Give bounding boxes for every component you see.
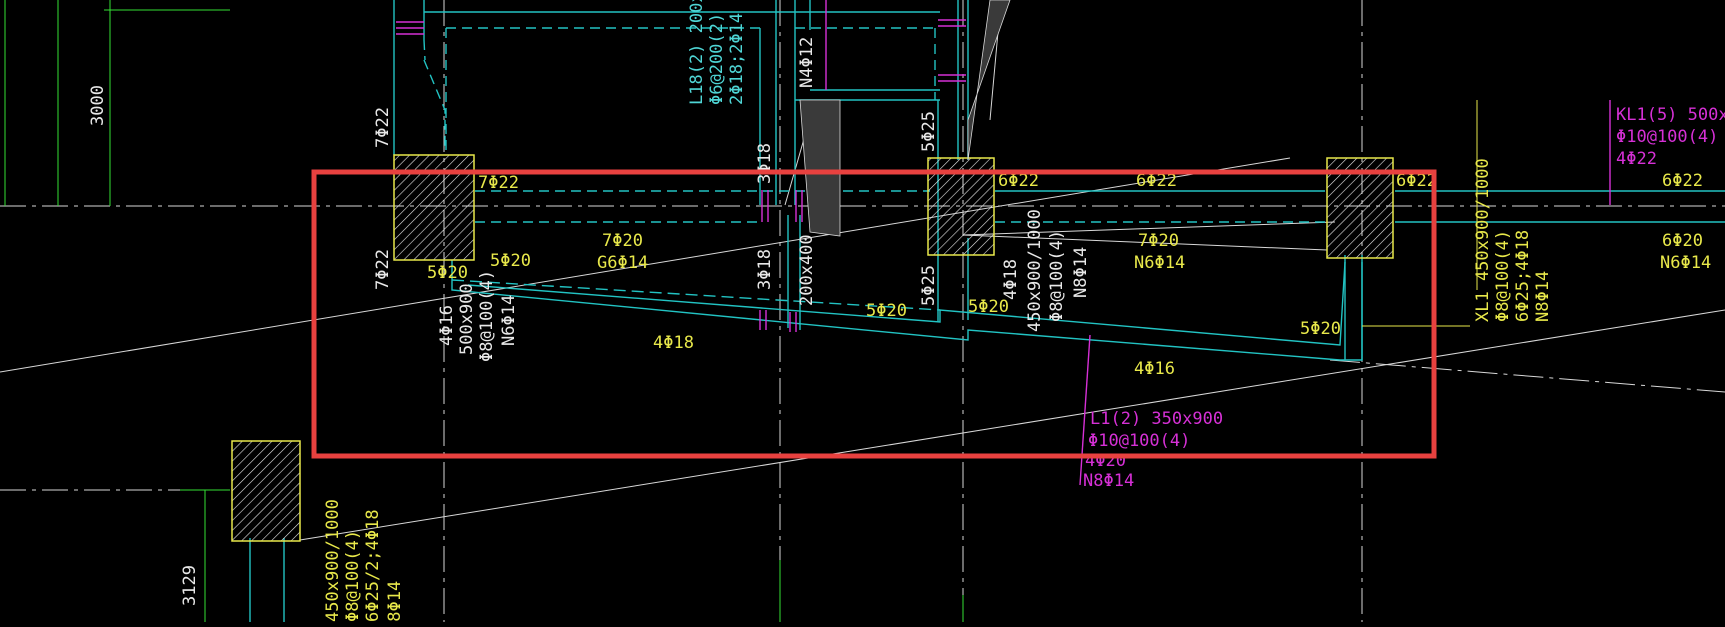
span2-section: 450x900/1000 [1025,209,1045,332]
xl1-line2: Φ8@100(4) [1493,230,1513,322]
l1-line2: Φ10@100(4) [1088,431,1190,451]
span2-n8: N8Φ14 [1071,247,1091,298]
diagonal-line-7 [962,234,1328,251]
xl1-line3: 6Φ25;4Φ18 [1513,230,1533,322]
kl1-line3: 4Φ22 [1616,149,1657,169]
mid-5phi20: 5Φ20 [866,301,907,321]
span2-n6: N6Φ14 [1134,253,1185,273]
span1-5phi20: 5Φ20 [490,251,531,271]
span1-n6: N6Φ14 [499,295,519,346]
span1-4phi18: 4Φ18 [653,333,694,353]
stirrup-ticks [396,0,1611,486]
bl-line1: 450x900/1000 [323,499,343,622]
mid-200x400: 200x400 [797,234,817,306]
mid-5phi25-top: 5Φ25 [919,111,939,152]
l18-line2: Φ6@200(2) [707,13,727,105]
bl-line2: Φ8@100(4) [343,530,363,622]
diagonal-line-2 [299,309,1725,541]
mid-3phi18-top: 3Φ18 [755,143,775,184]
drawing-labels: 3000 3129 7Φ22 7Φ22 7Φ22 5Φ20 5Φ20 7Φ20 … [88,0,1725,627]
col-b-5phi20: 5Φ20 [968,297,1009,317]
xl1-line4: N8Φ14 [1533,271,1553,322]
speckled-area [967,0,1011,161]
diagonal-line-1 [0,157,1291,373]
diagonal-line-6 [962,221,1336,236]
l1-line1: L1(2) 350x900 [1090,409,1223,429]
span1-section: 500x900 [457,283,477,355]
right-n6: N6Φ14 [1660,253,1711,273]
span2-4phi18: 4Φ18 [1001,259,1021,300]
dim-3129: 3129 [180,565,200,606]
span2-4phi16: 4Φ16 [1134,359,1175,379]
span1-stirrup: Φ8@100(4) [477,270,497,362]
right-6phi22: 6Φ22 [1662,171,1703,191]
speckled-area-2 [799,99,841,237]
span2-stirrup: Φ8@100(4) [1047,230,1067,322]
span2-6phi22: 6Φ22 [1136,171,1177,191]
mid-5phi25-bottom: 5Φ25 [919,265,939,306]
xl1-line1: XL1 450x900/1000 [1473,158,1493,322]
kl1-line2: Φ10@100(4) [1616,127,1718,147]
diagonal-line-3 [1329,359,1725,393]
selection-highlight-box [311,169,1437,459]
span1-4phi16-vertical: 4Φ16 [437,305,457,346]
col-a-top-label: 7Φ22 [373,107,393,148]
dim-3000: 3000 [88,85,108,126]
right-6phi20: 6Φ20 [1662,231,1703,251]
l18-line3: 2Φ18;2Φ14 [727,13,747,105]
beam-outlines [249,0,1725,622]
leader-lines [1362,100,1478,327]
col-c-6phi22: 6Φ22 [1396,171,1437,191]
col-b-6phi22: 6Φ22 [998,171,1039,191]
span2-7phi20: 7Φ20 [1138,231,1179,251]
span1-g6: G6Φ14 [597,253,648,273]
l18-line1: L18(2) 200x500 [687,0,707,105]
kl1-line1: KL1(5) 500x800 [1616,105,1725,125]
col-a-bottom-label: 7Φ22 [373,249,393,290]
bl-line4: N8Φ14 [385,581,405,622]
n4-label: N4Φ12 [797,37,817,88]
bl-line3: 6Φ25/2;4Φ18 [363,509,383,622]
column-c [1326,157,1394,259]
span1-5phi20-left: 5Φ20 [427,263,468,283]
span2-5phi20: 5Φ20 [1300,319,1341,339]
col-a-right-label: 7Φ22 [478,173,519,193]
column-d [231,440,301,542]
l1-line4: N8Φ14 [1083,471,1134,491]
dimension-lines [4,0,964,622]
span1-7phi20: 7Φ20 [602,231,643,251]
mid-3phi18-bottom: 3Φ18 [755,249,775,290]
